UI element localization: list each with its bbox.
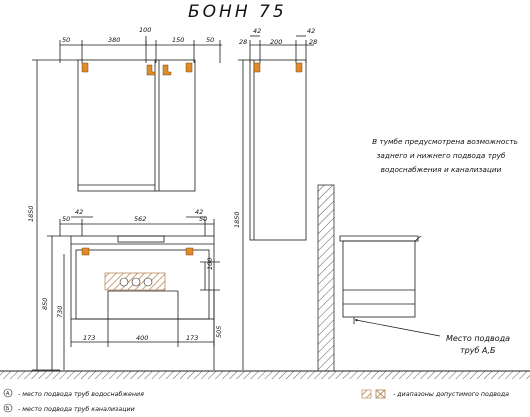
hook-icons-side (253, 62, 303, 73)
legend-zone-cross-icon (375, 389, 386, 399)
dim-v-730: 730 (56, 306, 64, 318)
legend: А - место подвода труб водоснабжения Б -… (3, 388, 509, 413)
dim-side-42-right: 42 (307, 27, 315, 35)
dim-v-850: 850 (41, 298, 49, 310)
dim-side-28-right: 28 (309, 38, 317, 46)
dim-height-1850-front: 1850 (27, 205, 35, 222)
dim-v-100: 100 (206, 258, 214, 270)
hook-icons-upper (81, 62, 193, 76)
legend-a-icon (3, 388, 13, 398)
dim-v-505: 505 (215, 326, 223, 338)
dimension-labels: 50 380 100 150 50 42 42 28 200 28 1850 1… (27, 26, 317, 342)
dim-top-150: 150 (172, 36, 184, 44)
dim-side-200: 200 (270, 38, 282, 46)
dim-mid-562: 562 (134, 215, 146, 223)
hook-icons-lower (81, 247, 194, 256)
sink-side-view (339, 235, 422, 324)
dim-bottom-400: 400 (136, 334, 148, 342)
legend-zone-hatch-icon (361, 389, 372, 399)
note-line-3: водоснабжения и канализации (381, 165, 502, 174)
dim-top-100: 100 (139, 26, 151, 34)
dim-top-380: 380 (108, 36, 120, 44)
pipe-label-line-1: Место подвода (446, 334, 510, 343)
legend-a-text: - место подвода труб водоснабжения (18, 390, 144, 398)
note-line-2: заднего и нижнего подвода труб (377, 151, 506, 160)
note-block: В тумбе предусмотрена возможность заднег… (372, 137, 518, 174)
dim-side-28-left: 28 (239, 38, 247, 46)
dim-height-1850-side: 1850 (233, 211, 241, 228)
dim-mid-42-left: 42 (75, 208, 83, 216)
pipe-entry-arrow (354, 318, 441, 337)
dim-bottom-173-right: 173 (186, 334, 198, 342)
pipe-markers (119, 277, 153, 287)
side-view (238, 35, 314, 370)
legend-b-mark: Б (6, 406, 10, 412)
dim-mid-50: 50 (62, 215, 70, 223)
legend-a-mark: А (6, 391, 10, 397)
dim-side-42-left: 42 (253, 27, 261, 35)
dim-bottom-173-left: 173 (83, 334, 95, 342)
front-view (32, 36, 222, 371)
dim-top-50-left: 50 (62, 36, 70, 44)
page-title: БОНН 75 (188, 2, 287, 22)
dim-mid-42-right: 42 (195, 208, 203, 216)
note-line-1: В тумбе предусмотрена возможность (372, 137, 518, 146)
floor-hatch (0, 371, 530, 379)
dim-top-50-right: 50 (206, 36, 214, 44)
legend-zone-text: - диапазоны допустимого подвода (393, 391, 509, 398)
pipe-label-line-2: труб А,Б (460, 346, 496, 355)
dim-mid-50-right: 50 (199, 215, 207, 223)
wall-section (317, 184, 335, 372)
legend-b-text: - место подвода труб канализации (18, 405, 135, 413)
legend-b-icon (3, 403, 13, 413)
